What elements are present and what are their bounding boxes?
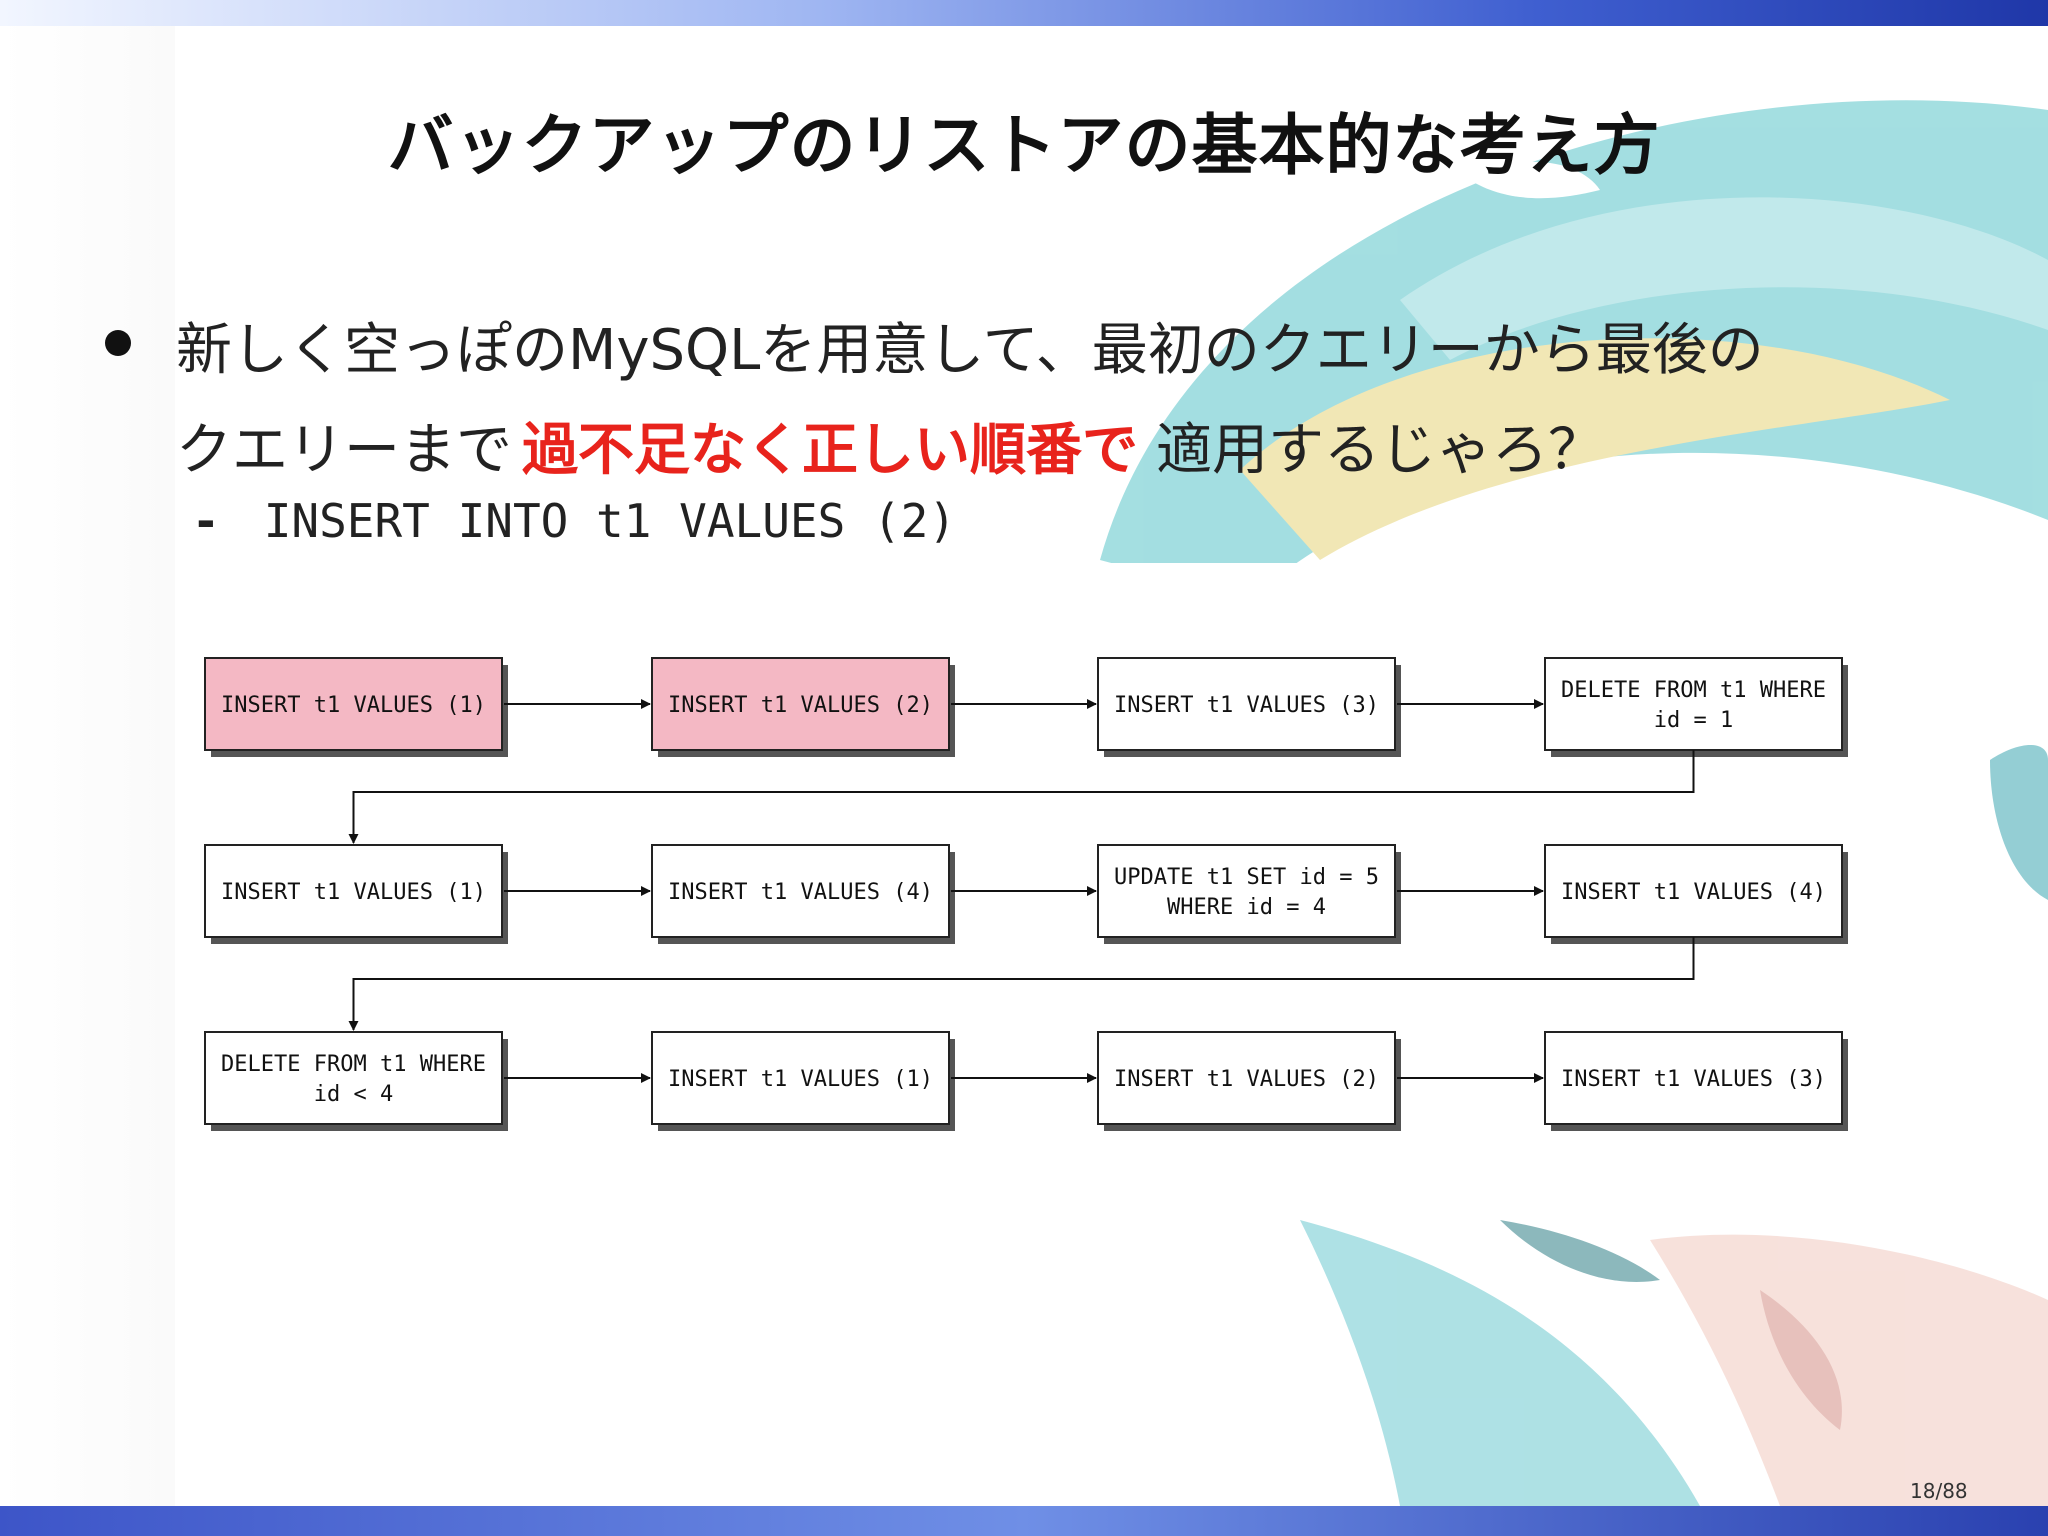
query-box-text: INSERT t1 VALUES (1) — [668, 1067, 933, 1092]
query-box-text: DELETE FROM t1 WHERE — [1561, 678, 1826, 703]
query-box-r3-c3: INSERT t1 VALUES (2) — [1097, 1031, 1401, 1131]
bullet-text-line2-before: クエリーまで — [176, 418, 512, 483]
query-box-highlighted — [651, 657, 950, 751]
query-box-text: UPDATE t1 SET id = 5 — [1114, 865, 1379, 890]
query-box-rect — [1097, 844, 1396, 938]
query-box-text: INSERT t1 VALUES (3) — [1561, 1067, 1826, 1092]
sub-bullet: -INSERT INTO t1 VALUES (2) — [192, 494, 956, 548]
query-box-r1-c3: INSERT t1 VALUES (3) — [1097, 657, 1401, 757]
query-box-text: INSERT t1 VALUES (1) — [221, 880, 486, 905]
query-box-rect — [1097, 657, 1396, 751]
query-box-text: id < 4 — [314, 1082, 393, 1107]
query-box-rect — [1544, 657, 1843, 751]
query-box-text: INSERT t1 VALUES (3) — [1114, 693, 1379, 718]
query-box-text: id = 1 — [1654, 708, 1733, 733]
query-box-text: DELETE FROM t1 WHERE — [221, 1052, 486, 1077]
query-box-text: INSERT t1 VALUES (2) — [1114, 1067, 1379, 1092]
query-box-text: INSERT t1 VALUES (4) — [1561, 880, 1826, 905]
query-box-r3-c1: DELETE FROM t1 WHERE id < 4 — [204, 1031, 508, 1131]
query-box-text: WHERE id = 4 — [1167, 895, 1326, 920]
query-box-rect — [651, 1031, 950, 1125]
query-box-rect — [204, 1031, 503, 1125]
query-box-rect — [204, 844, 503, 938]
bullet-text-line2-after: 適用するじゃろ？ — [1156, 418, 1604, 483]
query-box-highlighted — [204, 657, 503, 751]
query-box-rect — [1544, 1031, 1843, 1125]
query-box-text: INSERT t1 VALUES (2) — [668, 693, 933, 718]
query-box-rect — [651, 844, 950, 938]
row-wrap-arrow — [348, 750, 1695, 844]
top-gradient-bar — [0, 0, 2048, 26]
bullet-text-line2: クエリーまで過不足なく正しい順番で適用するじゃろ？ — [176, 405, 1604, 486]
query-box-r2-c3: UPDATE t1 SET id = 5 WHERE id = 4 — [1097, 844, 1401, 944]
sub-bullet-dash: - — [192, 494, 220, 548]
query-box-rect — [1544, 844, 1843, 938]
left-margin — [0, 26, 175, 1506]
query-box-text: INSERT t1 VALUES (4) — [668, 880, 933, 905]
bullet-text-line1: 新しく空っぽのMySQLを用意して、最初のクエリーから最後の — [176, 318, 1764, 383]
bottom-gradient-bar — [0, 1506, 2048, 1536]
query-box-r1-c2: INSERT t1 VALUES (2) — [651, 657, 955, 757]
bullet-dot-icon — [105, 330, 131, 356]
emphasis-text: 過不足なく正しい順番で — [522, 418, 1138, 483]
sub-bullet-text: INSERT INTO t1 VALUES (2) — [263, 494, 957, 548]
page-number: 18/88 — [1910, 1479, 1968, 1503]
query-box-r2-c2: INSERT t1 VALUES (4) — [651, 844, 955, 944]
query-box-r1-c4: DELETE FROM t1 WHERE id = 1 — [1544, 657, 1848, 757]
query-box-r1-c1: INSERT t1 VALUES (1) — [204, 657, 508, 757]
query-box-text: INSERT t1 VALUES (1) — [221, 693, 486, 718]
query-flow-svg: INSERT t1 VALUES (1) INSERT t1 VALUES (2)… — [204, 657, 1848, 1131]
query-box-r3-c4: INSERT t1 VALUES (3) — [1544, 1031, 1848, 1131]
query-box-r2-c4: INSERT t1 VALUES (4) — [1544, 844, 1848, 944]
query-box-r2-c1: INSERT t1 VALUES (1) — [204, 844, 508, 944]
row-wrap-arrow — [348, 937, 1695, 1031]
query-flow-diagram: INSERT t1 VALUES (1) INSERT t1 VALUES (2)… — [175, 563, 1990, 1219]
query-box-rect — [1097, 1031, 1396, 1125]
slide-title: バックアップのリストアの基本的な考え方 — [387, 107, 1661, 184]
query-box-r3-c2: INSERT t1 VALUES (1) — [651, 1031, 955, 1131]
